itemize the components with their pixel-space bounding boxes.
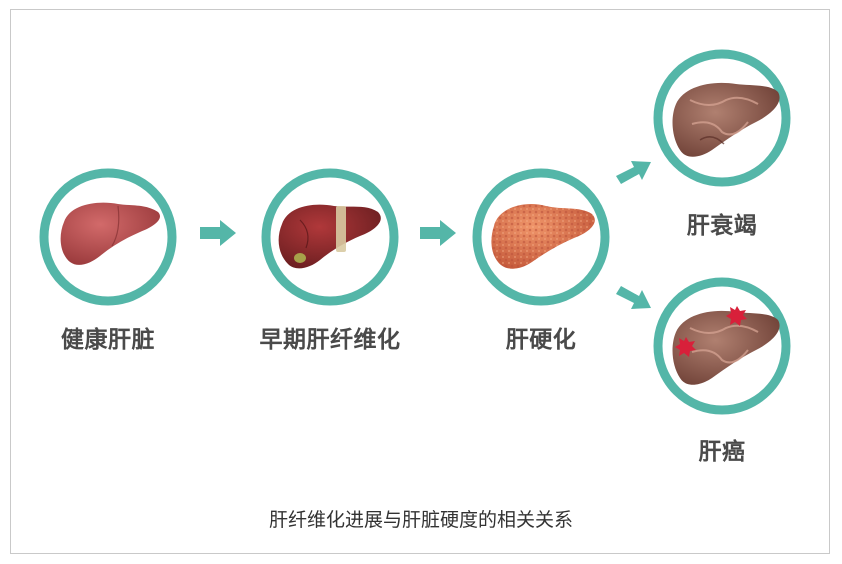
stage-label-cancer: 肝癌 (698, 439, 746, 465)
failure-liver-icon (672, 82, 780, 157)
stage-label-healthy: 健康肝脏 (61, 327, 155, 353)
tumor-marker-icon (675, 337, 696, 357)
stage-cirrhosis (472, 168, 610, 306)
fibrosis-liver-icon (278, 204, 381, 269)
arrow-2 (420, 220, 456, 246)
arrow-to-cancer (616, 286, 651, 309)
stage-failure (653, 49, 791, 187)
stage-label-cirrhosis: 肝硬化 (505, 327, 577, 353)
healthy-liver-icon (60, 202, 160, 265)
arrow-1 (200, 220, 236, 246)
cancer-liver-icon (672, 310, 780, 385)
tumor-marker-icon (726, 306, 747, 326)
cirrhosis-liver-icon (491, 204, 595, 269)
stage-cancer (653, 277, 791, 415)
stage-label-failure: 肝衰竭 (686, 213, 758, 239)
stage-healthy (39, 168, 177, 306)
arrow-to-failure (616, 161, 651, 184)
stage-label-early-fibrosis: 早期肝纤维化 (259, 327, 401, 353)
figure-caption: 肝纤维化进展与肝脏硬度的相关关系 (268, 509, 573, 531)
stage-early-fibrosis (261, 168, 399, 306)
